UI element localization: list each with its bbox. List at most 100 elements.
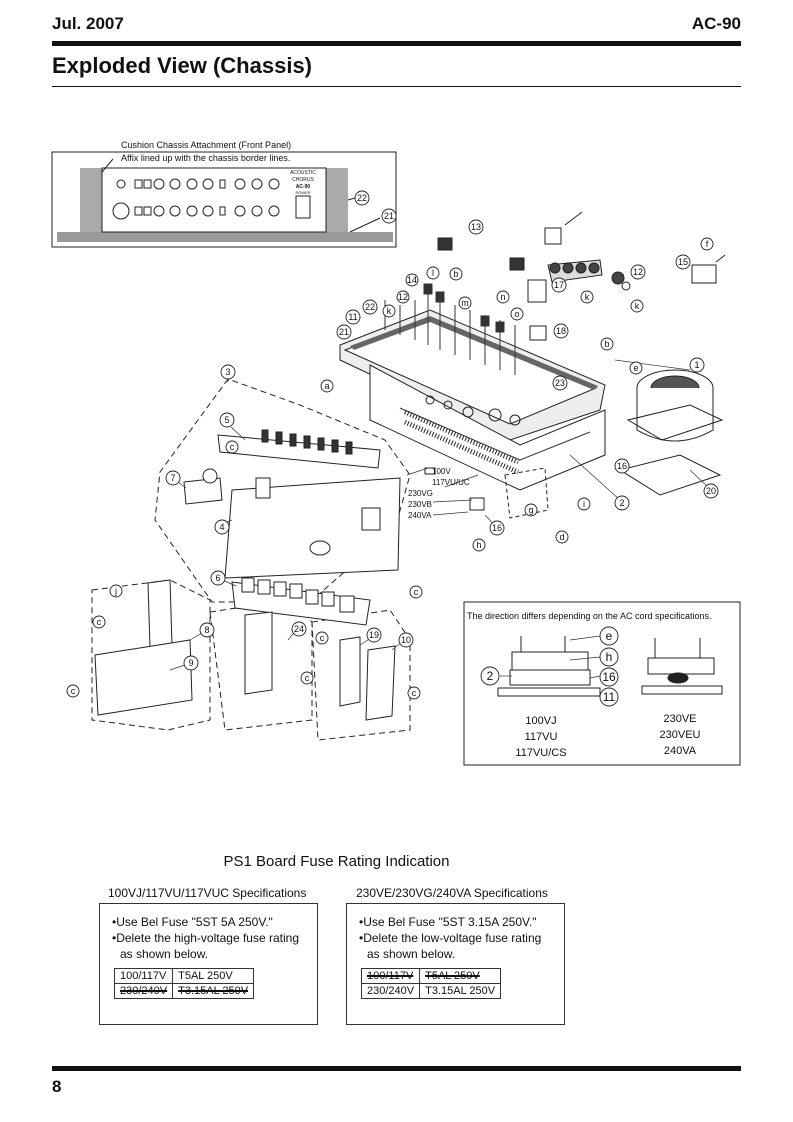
svg-text:117VU/CS: 117VU/CS — [515, 747, 566, 759]
cushion-caption-2: Affix lined up with the chassis border l… — [121, 153, 290, 163]
callout-c6 — [300, 671, 314, 685]
callout-9 — [183, 655, 199, 671]
svg-text:c: c — [71, 686, 76, 696]
svg-text:5: 5 — [224, 415, 229, 425]
svg-text:16: 16 — [617, 461, 627, 471]
callout-6 — [210, 570, 226, 586]
callout-11 — [345, 309, 361, 325]
svg-text:c: c — [414, 587, 419, 597]
left-bullet-1: Use Bel Fuse "5ST 5A 250V." — [110, 914, 309, 930]
svg-text:14: 14 — [407, 275, 417, 285]
callout-16b — [489, 520, 505, 536]
heatsink-9 — [94, 639, 193, 716]
voltage-117v: 117VU/UC — [432, 478, 470, 487]
svg-text:n: n — [500, 292, 505, 302]
callout-24 — [291, 621, 307, 637]
svg-text:21: 21 — [384, 211, 394, 221]
svg-text:23: 23 — [555, 378, 565, 388]
right-spec-box: Use Bel Fuse "5ST 3.15A 250V." Delete th… — [346, 903, 565, 1025]
svg-text:1: 1 — [694, 360, 699, 370]
svg-text:4: 4 — [219, 522, 224, 532]
svg-text:2: 2 — [619, 498, 624, 508]
voltage-240va: 240VA — [408, 511, 432, 520]
callout-e — [629, 361, 643, 375]
svg-text:13: 13 — [471, 222, 481, 232]
callout-21-inset — [381, 208, 397, 224]
svg-text:18: 18 — [556, 326, 566, 336]
ac-cord-clamp-right — [641, 638, 723, 695]
left-spec-label: 100VJ/117VU/117VUC Specifications — [108, 886, 307, 900]
svg-text:8: 8 — [204, 625, 209, 635]
jack-board-5 — [217, 434, 381, 469]
svg-text:17: 17 — [554, 280, 564, 290]
callout-14 — [405, 273, 419, 287]
callout-h — [472, 538, 486, 552]
right-fuse-table: 100/117V T5AL 250V 230/240V T3.15AL 250V — [360, 968, 502, 999]
svg-text:24: 24 — [294, 624, 304, 634]
svg-text:117VU: 117VU — [525, 731, 558, 743]
callout-12b — [630, 264, 646, 280]
title-rule — [52, 86, 741, 87]
callout-8 — [199, 622, 215, 638]
svg-text:b: b — [604, 339, 609, 349]
svg-text:6: 6 — [215, 573, 220, 583]
svg-text:230VE: 230VE — [663, 713, 696, 725]
svg-text:k: k — [635, 301, 640, 311]
callout-15 — [675, 254, 691, 270]
callout-11-inset — [599, 687, 619, 707]
callout-2 — [614, 495, 630, 511]
svg-text:230VEU: 230VEU — [660, 729, 701, 741]
chassis-body — [369, 364, 606, 491]
callout-3 — [220, 364, 236, 380]
front-panel-controls — [112, 178, 311, 220]
svg-text:22: 22 — [357, 193, 367, 203]
table-row: 100/117V T5AL 250V — [113, 968, 255, 984]
callout-18 — [553, 323, 569, 339]
header-rule — [52, 41, 741, 46]
svg-text:e: e — [633, 363, 638, 373]
callout-m — [458, 296, 472, 310]
callout-21 — [336, 324, 352, 340]
page-number: 8 — [52, 1077, 62, 1096]
svg-text:22: 22 — [365, 302, 375, 312]
callout-i — [577, 497, 591, 511]
callout-d — [555, 530, 569, 544]
voltage-230vg: 230VG — [408, 489, 433, 498]
svg-text:11: 11 — [348, 312, 357, 322]
svg-text:g: g — [528, 505, 533, 515]
callout-c5 — [315, 631, 329, 645]
callout-b2 — [600, 337, 614, 351]
callout-12a — [396, 290, 410, 304]
callout-c1 — [225, 440, 239, 454]
svg-text:240VA: 240VA — [664, 745, 697, 757]
svg-text:j: j — [114, 586, 117, 596]
left-bullet-2: Delete the high-voltage fuse rating as s… — [110, 930, 309, 962]
right-bullet-1: Use Bel Fuse "5ST 3.15A 250V." — [357, 914, 556, 930]
svg-text:16: 16 — [492, 523, 502, 533]
left-spec-box: Use Bel Fuse "5ST 5A 250V." Delete the h… — [99, 903, 318, 1025]
voltage-100v: 100V — [432, 467, 451, 476]
callout-23 — [552, 375, 568, 391]
svg-text:c: c — [412, 688, 417, 698]
table-row-deleted: 100/117V T5AL 250V — [360, 968, 502, 984]
callout-o — [510, 307, 524, 321]
callout-17 — [551, 277, 567, 293]
svg-text:AC-90: AC-90 — [296, 184, 311, 190]
callout-j — [109, 584, 123, 598]
svg-text:10: 10 — [401, 635, 411, 645]
callout-7 — [165, 470, 181, 486]
chassis-border-strip — [57, 232, 393, 242]
table-row: 230/240V T3.15AL 250V — [360, 983, 502, 999]
fuse-rating-title: PS1 Board Fuse Rating Indication — [223, 853, 450, 870]
svg-text:7: 7 — [170, 473, 175, 483]
ac-cord-clamp-left — [497, 636, 601, 697]
callout-n — [496, 290, 510, 304]
callout-k3 — [630, 299, 644, 313]
svg-text:d: d — [559, 532, 564, 542]
svg-text:i: i — [583, 499, 585, 509]
svg-text:9: 9 — [188, 658, 193, 668]
svg-text:o: o — [514, 309, 519, 319]
cushion-inset-box — [51, 151, 397, 248]
svg-text:c: c — [230, 442, 235, 452]
ac-cord-inset-box — [463, 601, 741, 766]
